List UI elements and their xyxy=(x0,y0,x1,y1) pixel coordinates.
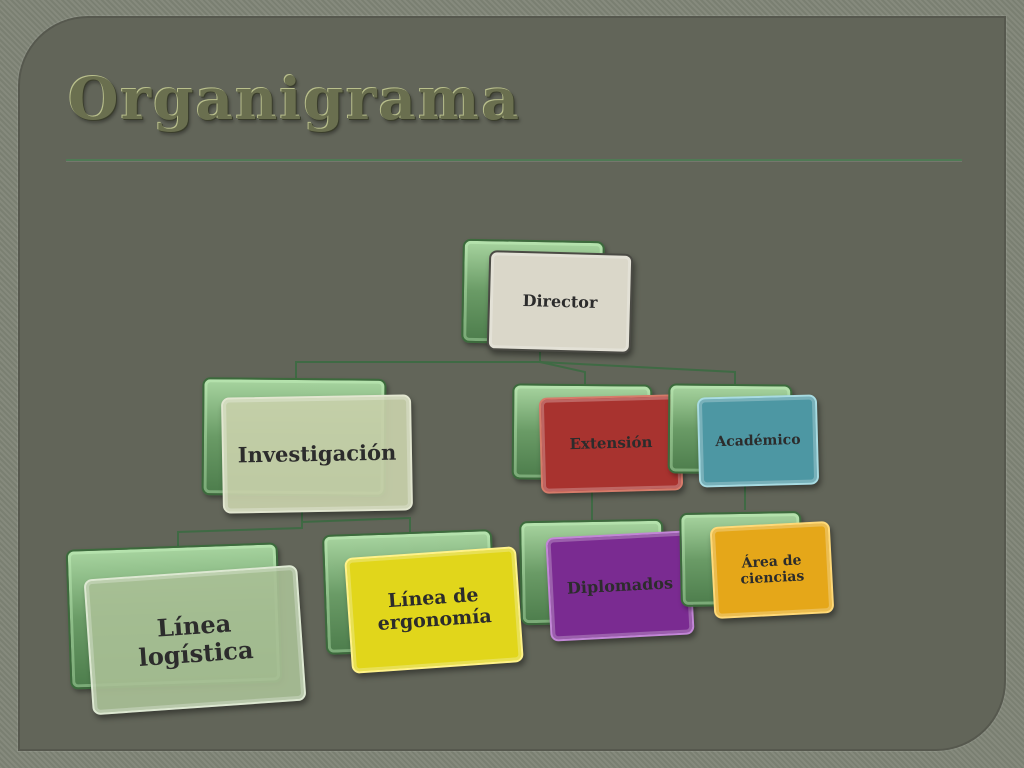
node-linea-logistica-label: Línea logística xyxy=(83,564,307,716)
node-academico-label: Académico xyxy=(696,394,820,488)
node-extension-label: Extensión xyxy=(538,394,684,494)
node-investigacion-label: Investigación xyxy=(221,394,413,514)
title-divider xyxy=(66,159,962,161)
node-area-ciencias-label: Área de ciencias xyxy=(709,520,835,620)
node-diplomados-label: Diplomados xyxy=(545,530,695,642)
slide-title: Organigrama xyxy=(68,65,522,133)
node-linea-ergonomia-label: Línea de ergonomía xyxy=(344,546,524,674)
node-director-label: Director xyxy=(486,250,634,354)
